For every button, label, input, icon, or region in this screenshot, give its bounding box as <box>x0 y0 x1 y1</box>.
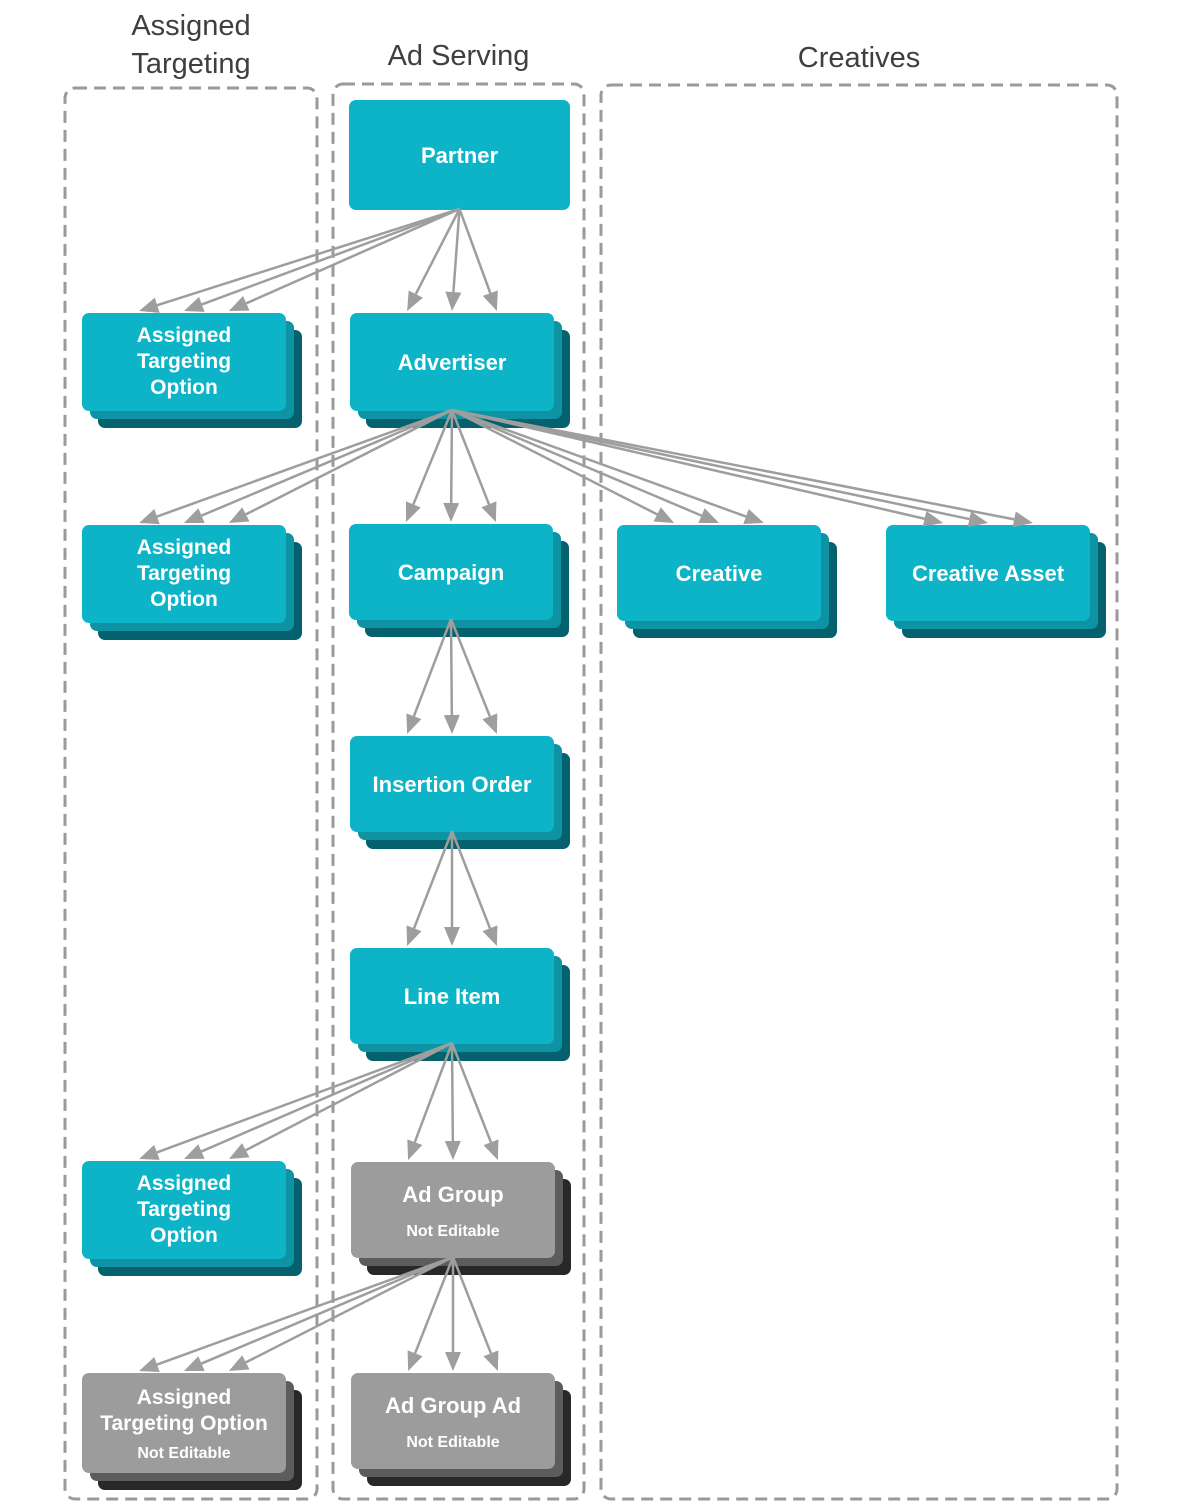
relationship-arrow-head <box>184 296 205 312</box>
column-border-assigned-targeting <box>63 86 319 1501</box>
not-editable-badge: Not Editable <box>137 1444 231 1462</box>
relationship-arrow-line <box>201 207 460 306</box>
relationship-arrow-head <box>482 713 498 734</box>
node-label: Ad Group <box>402 1181 504 1207</box>
column-title-ad-serving: Ad Serving <box>387 40 530 72</box>
node-card: Creative Asset <box>886 525 1090 621</box>
relationship-arrow-head <box>444 927 460 946</box>
not-editable-badge: Not Editable <box>406 1222 500 1240</box>
relationship-arrow-line <box>452 208 461 293</box>
node-card: Ad Group Not Editable <box>351 1162 555 1258</box>
node-card: Line Item <box>350 948 554 1044</box>
relationship-arrow-head <box>653 507 675 523</box>
node-creative: Creative <box>617 525 837 638</box>
node-card: Assigned Targeting Option <box>82 313 286 411</box>
node-card: Campaign <box>349 524 553 620</box>
node-label: Assigned Targeting Option <box>136 324 232 399</box>
relationship-arrow-head <box>698 508 719 523</box>
relationship-arrow-head <box>406 713 422 734</box>
relationship-arrow-head <box>228 1355 250 1371</box>
node-insertion-order: Insertion Order <box>350 736 570 849</box>
relationship-arrow-head <box>228 507 250 523</box>
node-card: Assigned Targeting Option Not Editable <box>82 1373 286 1473</box>
relationship-arrow-head <box>483 1350 499 1371</box>
column-title-assigned-targeting: Assigned Targeting <box>131 10 251 80</box>
node-label: Assigned Targeting Option <box>136 1172 232 1247</box>
relationship-arrow-head <box>228 1143 250 1159</box>
node-label: Insertion Order <box>372 771 532 797</box>
node-label: Advertiser <box>397 349 507 375</box>
node-label: Partner <box>420 142 499 168</box>
node-partner: Partner <box>349 100 570 210</box>
node-assigned-targeting-option-partner: Assigned Targeting Option <box>82 313 302 428</box>
relationship-arrow-head <box>444 1140 461 1160</box>
node-assigned-targeting-option-ad-group: Assigned Targeting Option Not Editable <box>82 1373 302 1490</box>
relationship-arrow-head <box>407 1350 423 1371</box>
not-editable-badge: Not Editable <box>406 1433 500 1451</box>
node-card: Assigned Targeting Option <box>82 1161 286 1259</box>
node-card: Partner <box>349 100 570 210</box>
relationship-arrow-head <box>184 1356 205 1371</box>
node-ad-group: Ad Group Not Editable <box>351 1162 571 1275</box>
relationship-arrow-head <box>139 1144 160 1160</box>
node-card: Advertiser <box>350 313 554 411</box>
relationship-arrow-head <box>443 714 460 734</box>
relationship-arrow-head <box>481 501 497 522</box>
relationship-arrow-line <box>414 208 461 295</box>
node-card: Assigned Targeting Option <box>82 525 286 623</box>
relationship-arrow-head <box>743 509 764 525</box>
relationship-arrow-head <box>482 290 498 311</box>
relationship-arrow-head <box>228 295 250 311</box>
node-ad-group-ad: Ad Group Ad Not Editable <box>351 1373 571 1486</box>
node-label: Creative Asset <box>911 560 1065 586</box>
node-line-item: Line Item <box>350 948 570 1061</box>
node-card: Ad Group Ad Not Editable <box>351 1373 555 1469</box>
relationship-arrow-head <box>139 297 160 313</box>
relationship-arrow-head <box>139 509 160 525</box>
node-label: Assigned Targeting Option <box>100 1385 268 1435</box>
relationship-arrow-head <box>483 1139 499 1160</box>
relationship-arrow-head <box>445 1352 461 1371</box>
relationship-arrow-head <box>406 925 422 946</box>
column-border-creatives <box>599 83 1119 1501</box>
node-label: Line Item <box>403 983 501 1009</box>
node-label: Ad Group Ad <box>384 1392 522 1418</box>
node-creative-asset: Creative Asset <box>886 525 1106 638</box>
relationship-arrow-head <box>445 291 462 311</box>
relationship-arrow-head <box>184 508 205 523</box>
relationship-arrow-head <box>407 1139 423 1160</box>
node-label: Assigned Targeting Option <box>136 536 232 611</box>
relationship-arrow-head <box>184 1144 205 1159</box>
node-label: Campaign <box>397 559 505 585</box>
relationship-arrow-head <box>407 290 423 311</box>
node-card: Insertion Order <box>350 736 554 832</box>
relationship-arrow-head <box>139 1356 160 1373</box>
relationship-arrow-head <box>405 501 421 522</box>
relationship-arrow-line <box>458 208 492 294</box>
relationship-arrow-line <box>156 207 460 307</box>
node-card: Creative <box>617 525 821 621</box>
column-title-creatives: Creatives <box>797 42 921 74</box>
relationship-arrow-head <box>443 502 460 522</box>
node-assigned-targeting-option-line-item: Assigned Targeting Option <box>82 1161 302 1276</box>
node-advertiser: Advertiser <box>350 313 570 428</box>
relationship-arrow-line <box>245 207 461 305</box>
node-label: Creative <box>675 560 763 586</box>
node-campaign: Campaign <box>349 524 569 637</box>
relationship-arrow-head <box>482 925 498 946</box>
node-assigned-targeting-option-advertiser: Assigned Targeting Option <box>82 525 302 640</box>
